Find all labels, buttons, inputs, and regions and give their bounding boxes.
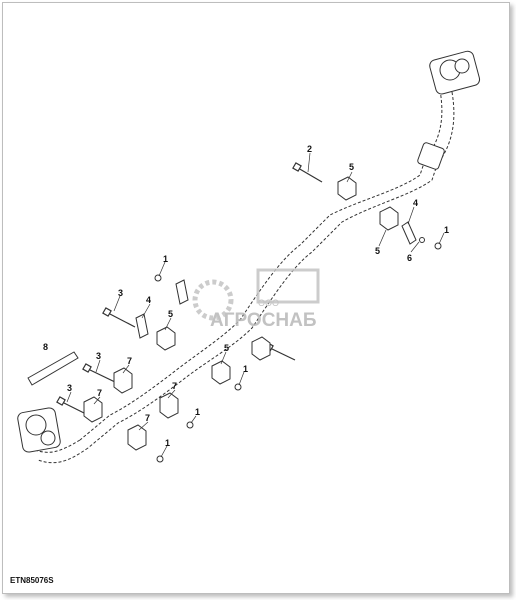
callout-label: 1 (163, 254, 168, 264)
diagram-frame (2, 2, 510, 594)
callout-label: 5 (224, 343, 229, 353)
callout-label: 7 (97, 388, 102, 398)
callout-label: 1 (165, 438, 170, 448)
watermark-small: ООО (258, 298, 279, 308)
callout-label: 7 (127, 356, 132, 366)
callout-label: 1 (195, 407, 200, 417)
callout-label: 6 (407, 253, 412, 263)
callout-label: 7 (172, 381, 177, 391)
callout-label: 7 (145, 413, 150, 423)
nuts (154, 237, 442, 463)
callout-label: 5 (168, 309, 173, 319)
figure-code: ETN85076S (10, 576, 54, 585)
lower-connector (17, 407, 61, 453)
upper-connector (417, 50, 481, 170)
spacers (135, 221, 417, 339)
callout-label: 4 (146, 295, 151, 305)
callout-labels: 2 5 4 1 5 6 1 3 4 5 5 1 8 3 7 3 7 7 7 1 … (43, 144, 449, 448)
callout-label: 3 (118, 288, 123, 298)
callout-label: 2 (307, 144, 312, 154)
callout-label: 5 (375, 246, 380, 256)
callout-label: 3 (96, 351, 101, 361)
callout-label: 1 (444, 225, 449, 235)
watermark: ООО АГРОСНАБ (192, 268, 320, 331)
bolts (56, 162, 323, 416)
callout-label: 1 (243, 364, 248, 374)
leader-lines (66, 152, 445, 458)
callout-label: 3 (67, 383, 72, 393)
rod (27, 351, 79, 386)
callout-label: 5 (349, 162, 354, 172)
callout-label: 8 (43, 342, 48, 352)
watermark-large: АГРОСНАБ (210, 310, 317, 331)
callout-label: 4 (413, 198, 418, 208)
clamps (83, 176, 399, 451)
